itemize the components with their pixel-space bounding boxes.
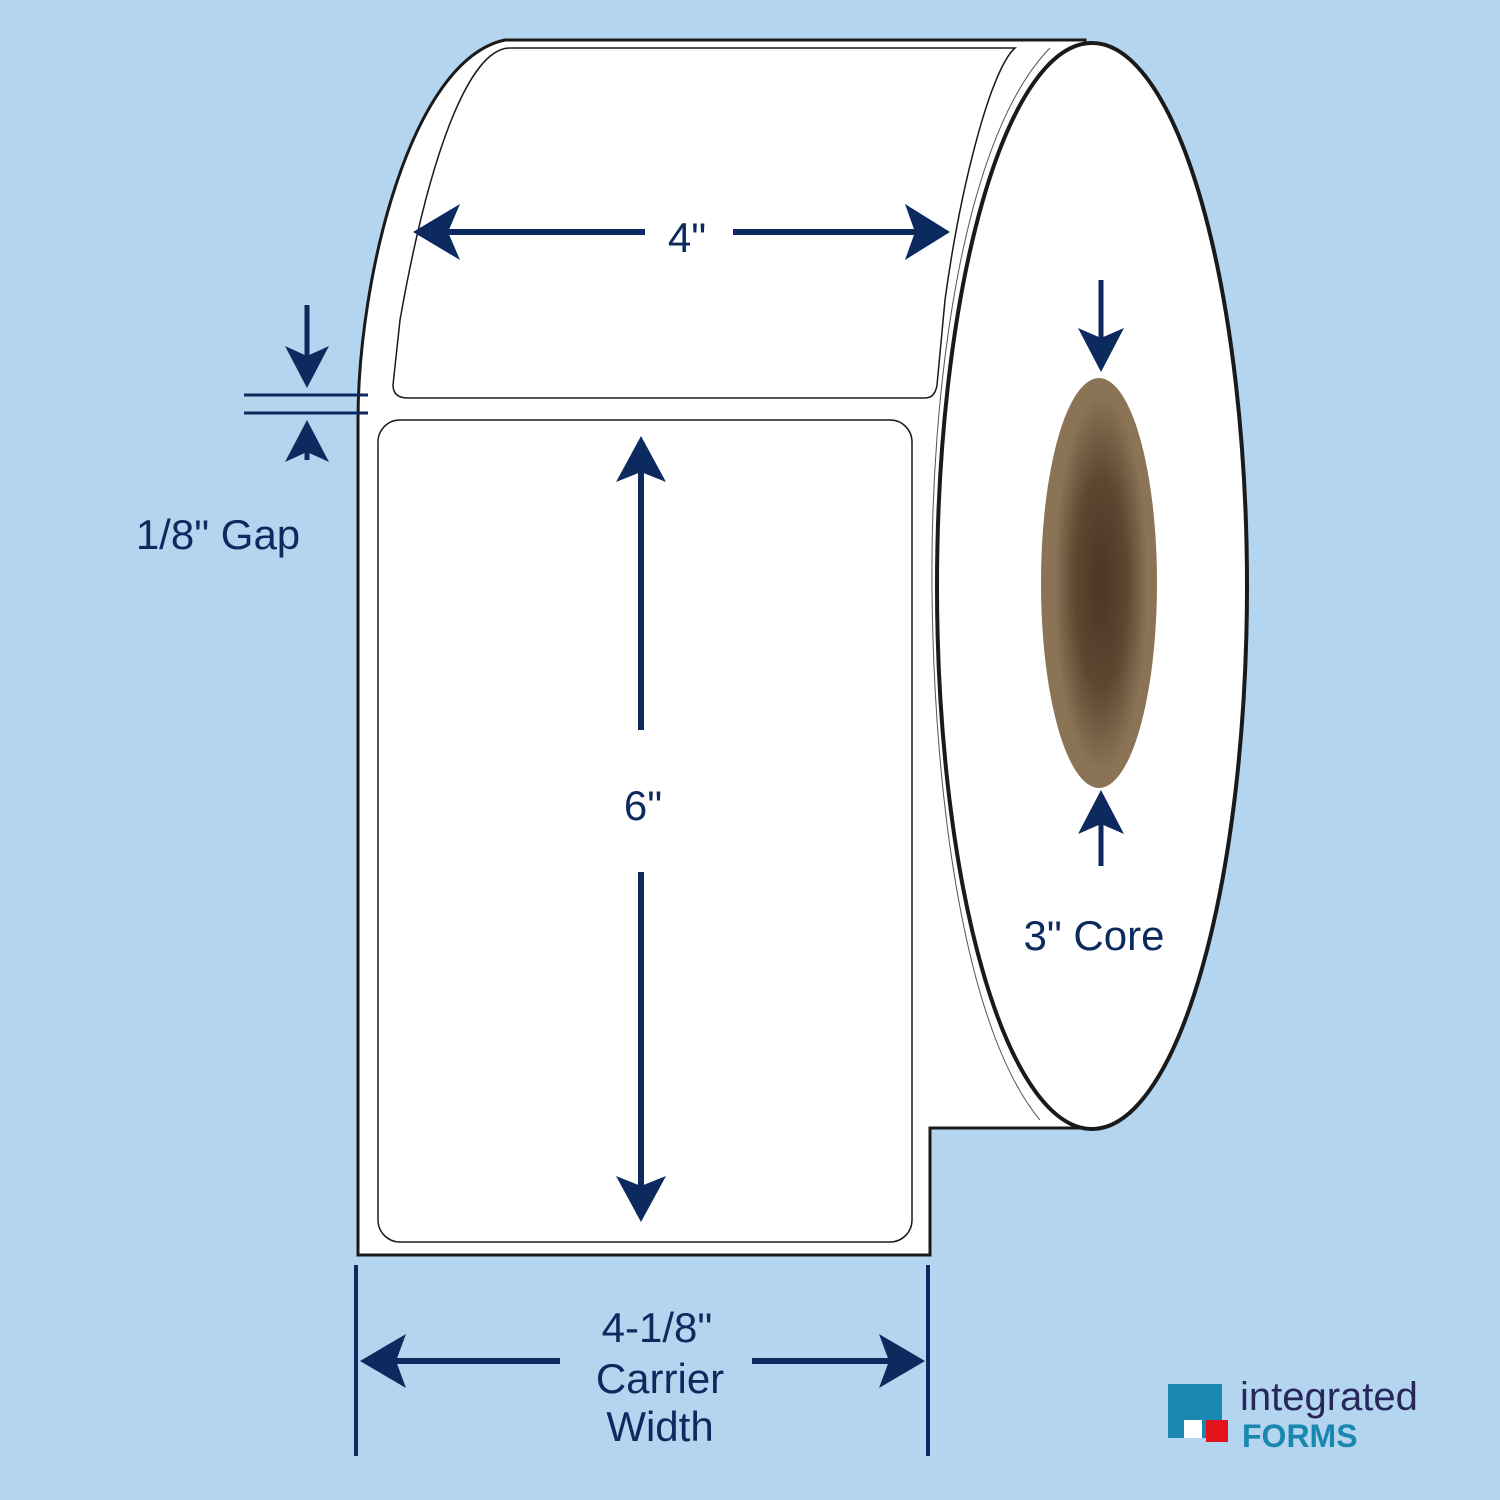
label-height-value: 6" (624, 782, 662, 829)
width-arrowhead-left (413, 204, 460, 260)
front-label (377, 419, 913, 1243)
logo-red-square (1206, 1420, 1228, 1442)
carrier-arrowhead-right (879, 1334, 925, 1388)
height-arrowhead-top (616, 436, 666, 482)
carrier-value: 4-1/8" (602, 1304, 713, 1351)
gap-arrowhead-up (285, 420, 329, 462)
logo-word-integrated: integrated (1240, 1375, 1418, 1419)
gap-arrowhead-down (285, 346, 329, 388)
carrier-label-line2: Width (606, 1403, 713, 1450)
logo-white-square (1184, 1420, 1202, 1438)
core-arrowhead-up (1078, 790, 1124, 834)
integrated-forms-logo: integrated FORMS (1168, 1375, 1418, 1454)
core-arrowhead-down (1078, 328, 1124, 372)
carrier-label-line1: Carrier (596, 1355, 724, 1402)
roll-layer-line (931, 47, 1051, 1121)
label-width-value: 4" (668, 214, 706, 261)
core-inner (1054, 395, 1148, 771)
width-arrowhead-right (905, 204, 950, 260)
gap-label: 1/8" Gap (136, 511, 300, 558)
core-label: 3" Core (1024, 912, 1165, 959)
carrier-arrowhead-left (360, 1334, 406, 1388)
top-label (392, 47, 1017, 399)
logo-word-forms: FORMS (1242, 1418, 1358, 1454)
height-arrowhead-bottom (616, 1176, 666, 1222)
